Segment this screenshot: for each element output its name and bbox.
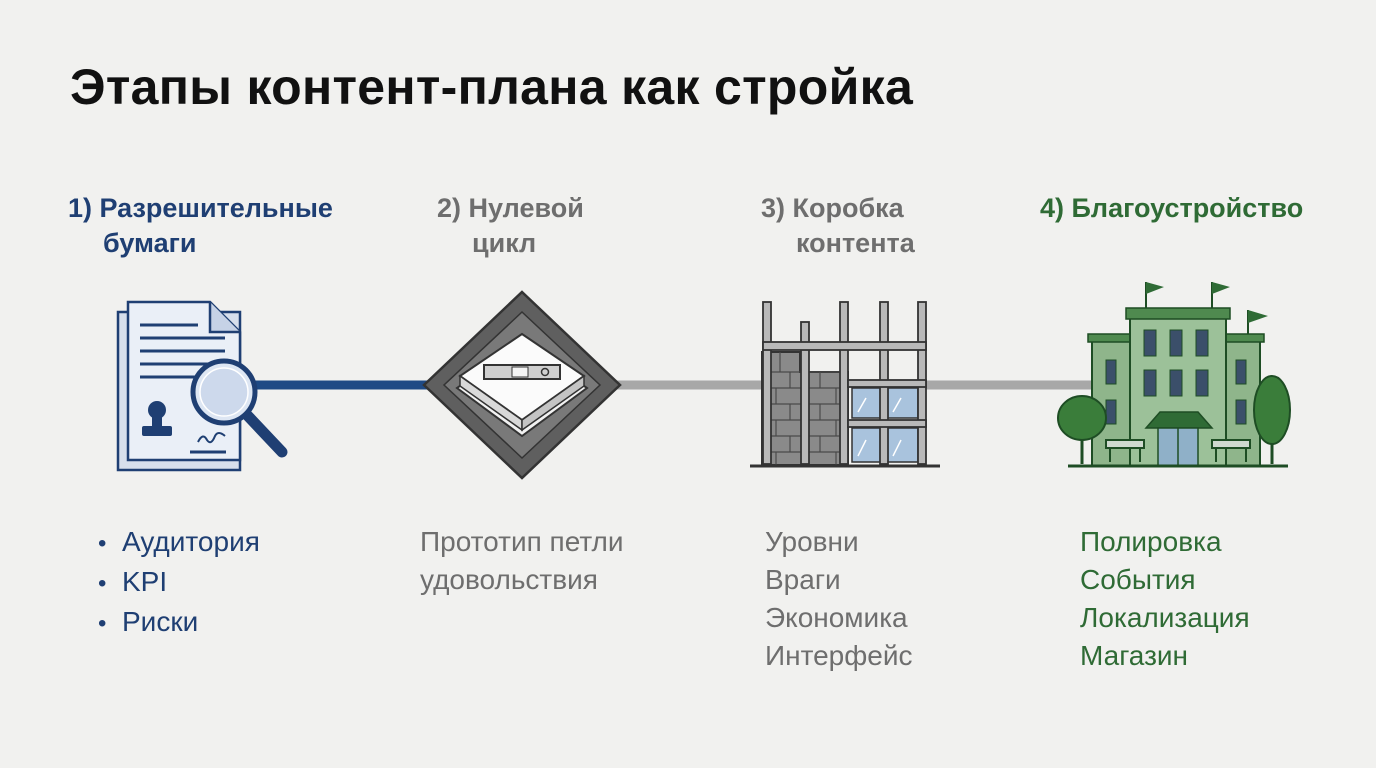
list-item: Экономика (765, 602, 908, 633)
stage-3-title: 3) Коробка контента (761, 191, 915, 261)
stage-2-items: Прототип петли удовольствия (420, 523, 624, 599)
foundation-level-icon (422, 290, 622, 480)
list-item: Уровни (765, 526, 859, 557)
list-item: Враги (765, 564, 841, 595)
stage-2-title-line1: 2) Нулевой (437, 193, 584, 223)
stage-4-title: 4) Благоустройство (1040, 191, 1303, 226)
list-item: удовольствия (420, 564, 598, 595)
list-item: Аудитория (98, 523, 260, 563)
stage-1-items: Аудитория KPI Риски (98, 523, 260, 643)
stage-4-title-line1: 4) Благоустройство (1040, 193, 1304, 223)
stage-2-title: 2) Нулевой цикл (437, 191, 584, 261)
stage-1-title: 1) Разрешительные бумаги (68, 191, 333, 261)
list-item: KPI (98, 563, 260, 603)
list-item: Магазин (1080, 640, 1189, 671)
list-item: Интерфейс (765, 640, 913, 671)
stage-2-title-line2: цикл (472, 228, 537, 258)
stage-1-title-line1: 1) Разрешительные (68, 193, 333, 223)
stage-3-title-line2: контента (796, 228, 915, 258)
list-item: События (1080, 564, 1196, 595)
stage-3-title-line1: 3) Коробка (761, 193, 904, 223)
stage-1-title-line2: бумаги (103, 228, 197, 258)
list-item: Прототип петли (420, 526, 624, 557)
list-item: Полировка (1080, 526, 1222, 557)
stage-4-items: Полировка События Локализация Магазин (1080, 523, 1250, 675)
permit-document-magnifier-icon (116, 300, 288, 472)
finished-building-icon (1057, 282, 1291, 468)
stage-3-items: Уровни Враги Экономика Интерфейс (765, 523, 913, 675)
list-item: Риски (98, 603, 260, 643)
list-item: Локализация (1080, 602, 1250, 633)
page-title: Этапы контент-плана как стройка (70, 59, 914, 115)
building-frame-icon (750, 301, 940, 468)
